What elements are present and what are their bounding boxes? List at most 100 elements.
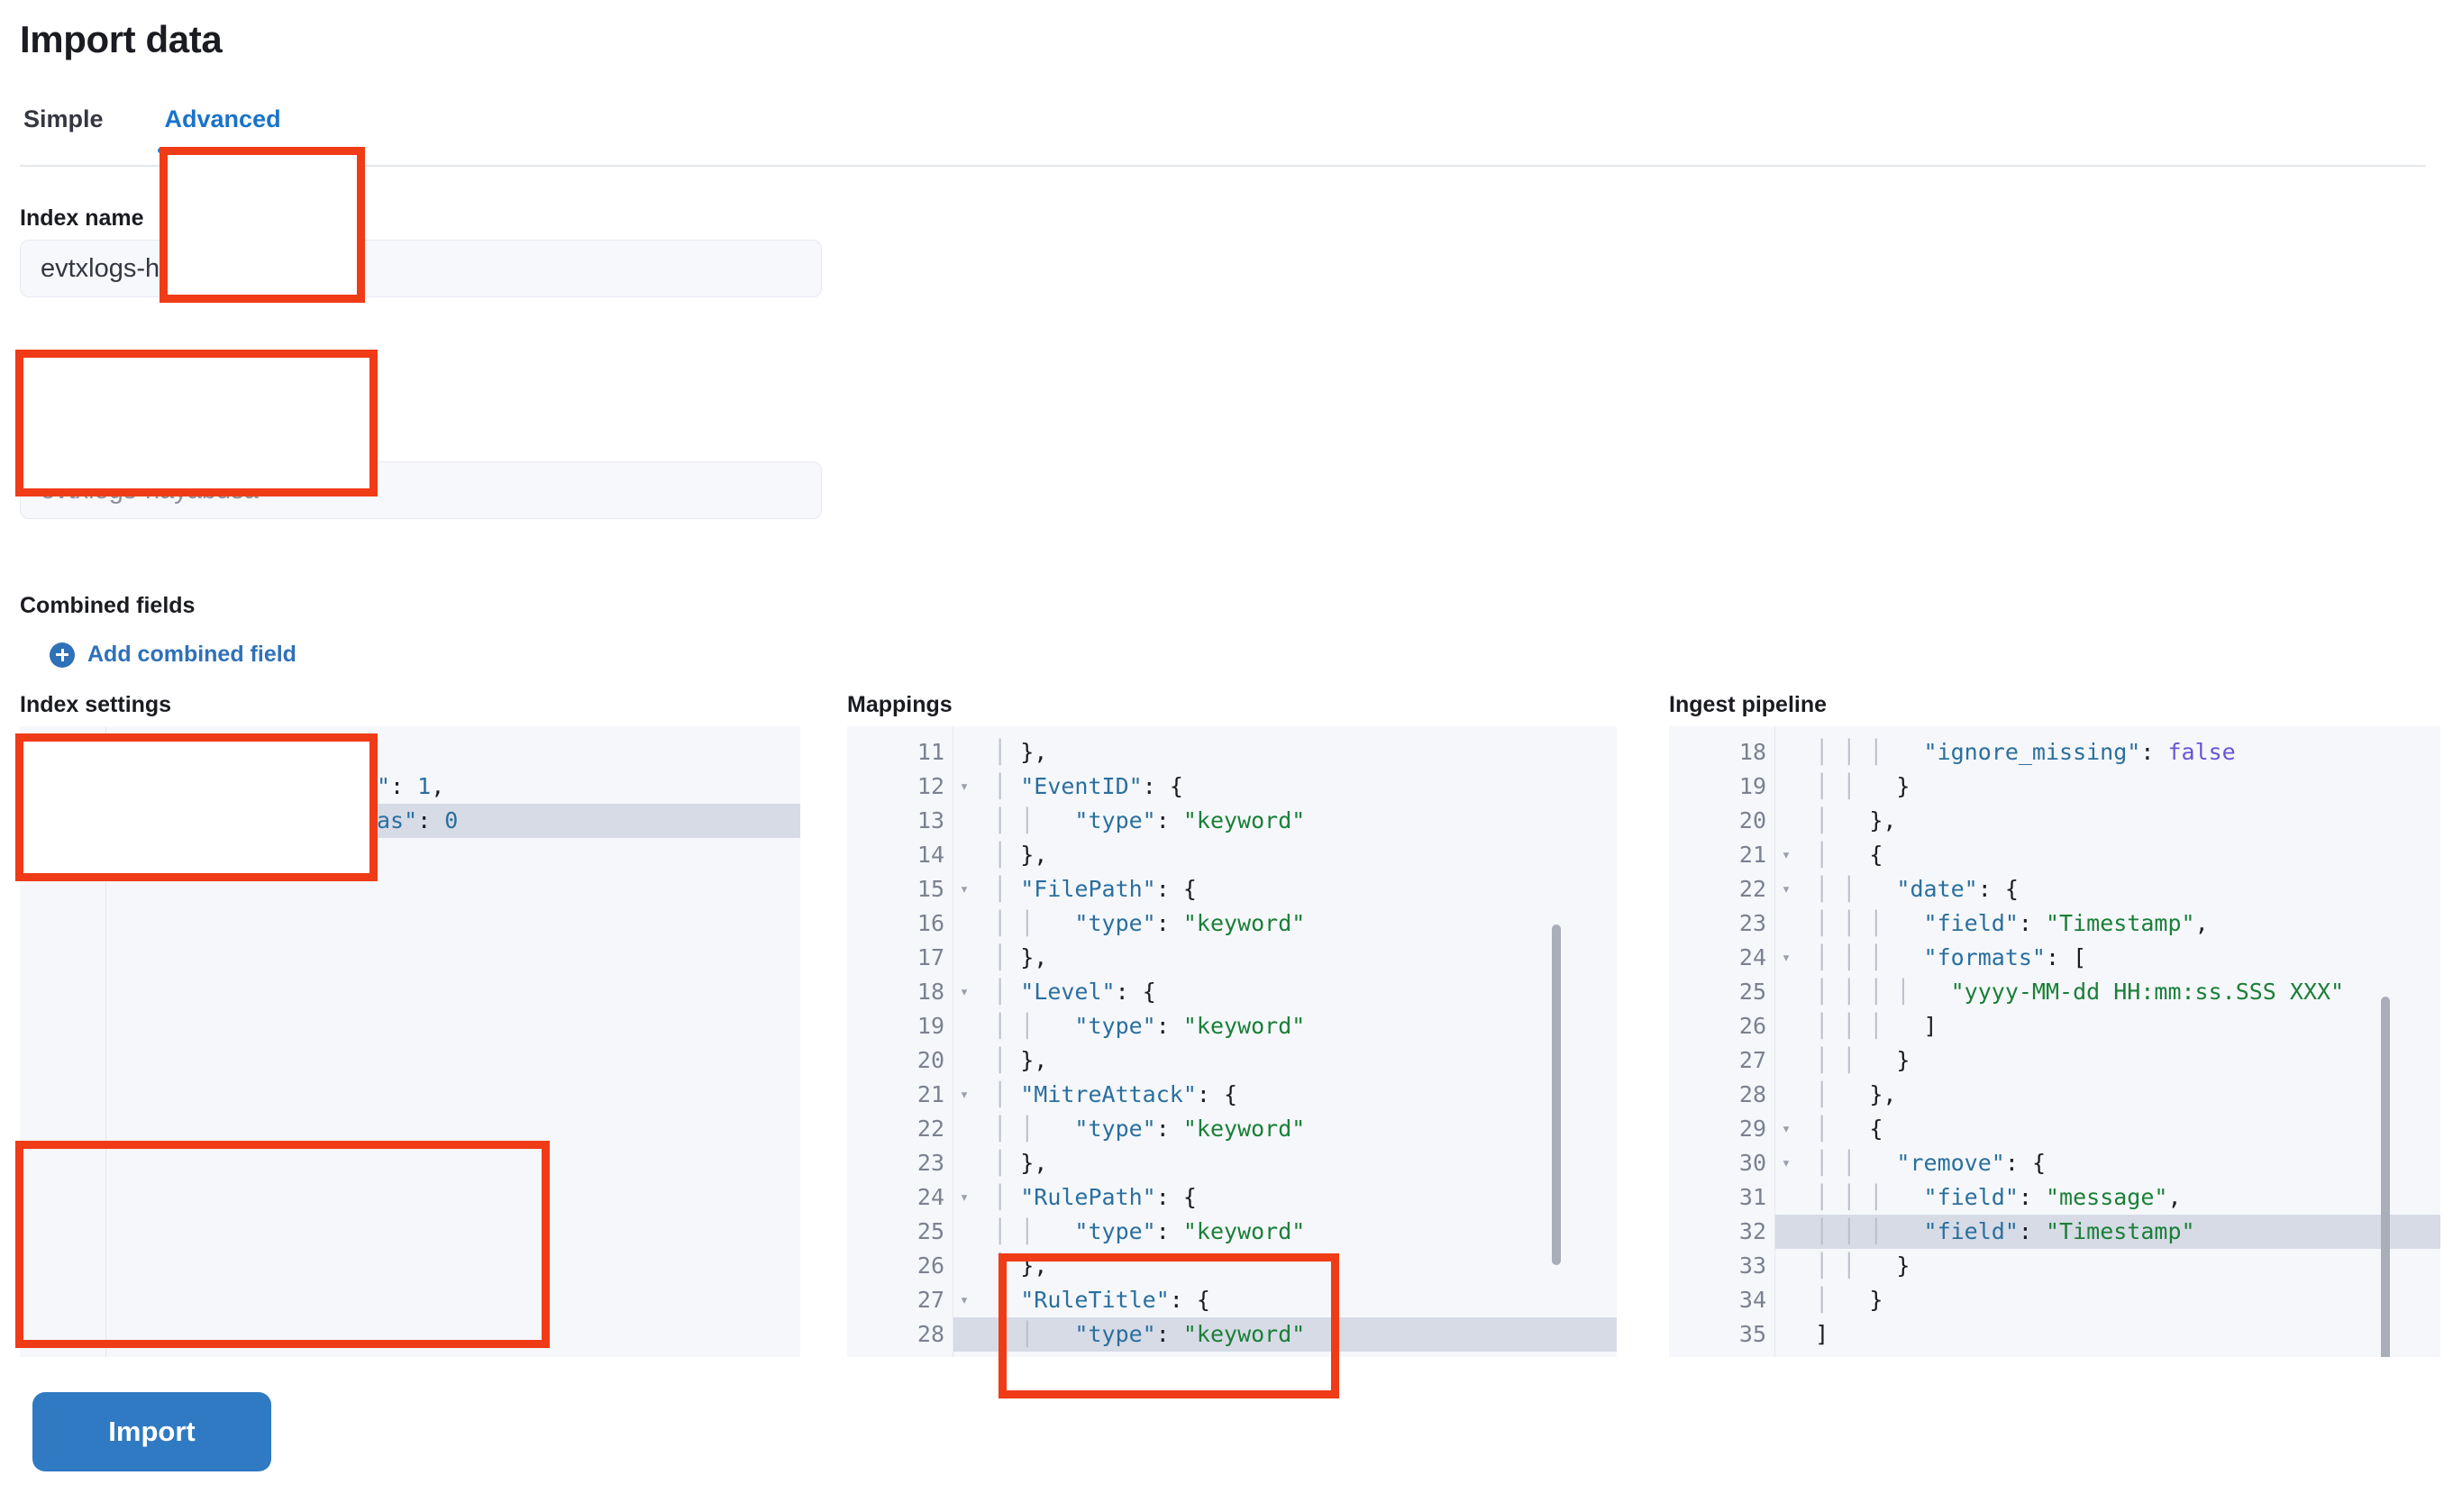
index-pattern-name-placeholder: evtxlogs-hayabusa bbox=[41, 475, 259, 505]
code-line[interactable]: │ }, bbox=[966, 842, 1048, 868]
add-combined-field-label: Add combined field bbox=[87, 642, 296, 667]
checkbox-checked-icon[interactable] bbox=[32, 365, 65, 397]
combined-fields-label: Combined fields bbox=[20, 593, 196, 618]
code-line[interactable]: "number_of_replicas": 0 bbox=[106, 804, 800, 838]
index-name-input[interactable]: evtxlogs-hayabusa bbox=[20, 240, 822, 297]
code-line[interactable]: │ { bbox=[1788, 842, 1883, 868]
tab-simple[interactable]: Simple bbox=[23, 105, 104, 132]
code-line[interactable]: │ │ │ "field": "Timestamp", bbox=[1788, 910, 2209, 936]
tab-divider bbox=[20, 165, 2426, 167]
code-line[interactable]: ] bbox=[1815, 1321, 1829, 1347]
code-line[interactable]: │ "FilePath": { bbox=[966, 876, 1197, 902]
line-number: 21▾ bbox=[1738, 842, 1792, 868]
line-number: 25 bbox=[916, 1218, 944, 1244]
line-number: 16 bbox=[916, 910, 944, 936]
code-line[interactable]: │ "RulePath": { bbox=[966, 1184, 1197, 1210]
line-number: 28 bbox=[916, 1321, 944, 1347]
code-line[interactable]: } bbox=[119, 842, 133, 868]
code-line[interactable]: │ │ "type": "keyword" bbox=[966, 1218, 1306, 1244]
code-line[interactable]: │ } bbox=[1788, 1287, 1883, 1313]
code-line[interactable]: │ │ } bbox=[1788, 773, 1911, 799]
mappings-code: │ }, │ "EventID": { │ │ "type": "keyword… bbox=[953, 735, 1617, 1357]
import-button[interactable]: Import bbox=[32, 1392, 271, 1471]
index-settings-title: Index settings bbox=[20, 692, 172, 717]
index-settings-code: { "number_of_shards": 1, "number_of_repl… bbox=[106, 735, 800, 1357]
plus-circle-icon bbox=[50, 642, 75, 668]
code-line[interactable]: │ "Level": { bbox=[966, 979, 1156, 1005]
code-line[interactable]: "number_of_shards": 1, bbox=[146, 773, 445, 799]
code-line[interactable]: │ │ │ │ "yyyy-MM-dd HH:mm:ss.SSS XXX" bbox=[1788, 979, 2345, 1005]
line-number: 22▾ bbox=[1738, 876, 1792, 902]
code-line[interactable]: │ │ │ ] bbox=[1788, 1013, 1938, 1039]
index-pattern-name-input[interactable]: evtxlogs-hayabusa bbox=[20, 461, 822, 519]
index-name-value: evtxlogs-hayabusa bbox=[41, 253, 259, 283]
line-number: 23 bbox=[916, 1150, 944, 1176]
line-number: 23 bbox=[1738, 910, 1766, 936]
line-number: 33 bbox=[1738, 1252, 1766, 1279]
code-line[interactable]: │ │ "date": { bbox=[1788, 876, 2019, 902]
code-line[interactable]: │ │ "type": "keyword" bbox=[953, 1317, 1617, 1352]
mappings-gutter bbox=[847, 726, 953, 1357]
code-line[interactable]: │ │ "type": "keyword" bbox=[966, 1116, 1306, 1142]
code-line[interactable]: │ │ } bbox=[1788, 1252, 1911, 1279]
line-number: 28 bbox=[1738, 1081, 1766, 1107]
code-line[interactable]: │ │ │ "ignore_missing": false bbox=[1788, 739, 2236, 765]
line-number: 17 bbox=[916, 944, 944, 970]
ingest-pipeline-code: │ │ │ "ignore_missing": false │ │ } │ },… bbox=[1775, 735, 2440, 1357]
code-line[interactable]: │ }, bbox=[1788, 807, 1897, 833]
create-index-pattern-row[interactable]: Create index pattern bbox=[32, 365, 319, 397]
line-number: 1▾ bbox=[83, 739, 123, 765]
code-line[interactable]: │ │ "type": "keyword" bbox=[966, 910, 1306, 936]
code-line[interactable]: │ │ "type": "keyword" bbox=[966, 807, 1306, 833]
line-number: 32 bbox=[1738, 1218, 1766, 1244]
code-line[interactable]: │ │ "type": "keyword" bbox=[966, 1013, 1306, 1039]
line-number: 25 bbox=[1738, 979, 1766, 1005]
code-line[interactable]: │ "MitreAttack": { bbox=[966, 1081, 1238, 1107]
code-line[interactable]: │ "EventID": { bbox=[966, 773, 1183, 799]
code-line[interactable]: │ │ │ "formats": [ bbox=[1788, 944, 2087, 970]
line-number: 3 bbox=[83, 807, 97, 833]
line-number: 27▾ bbox=[916, 1287, 970, 1313]
line-number: 21▾ bbox=[916, 1081, 970, 1107]
index-pattern-name-label: Index pattern name bbox=[20, 426, 227, 451]
ingest-pipeline-gutter bbox=[1669, 726, 1775, 1357]
line-number: 34 bbox=[1738, 1287, 1766, 1313]
code-line[interactable]: │ │ } bbox=[1788, 1047, 1911, 1073]
code-line[interactable]: │ }, bbox=[953, 1352, 1617, 1357]
line-number: 18▾ bbox=[916, 979, 970, 1005]
line-number: 24▾ bbox=[916, 1184, 970, 1210]
code-line[interactable]: │ │ │ "field": "message", bbox=[1788, 1184, 2182, 1210]
add-combined-field-button[interactable]: Add combined field bbox=[50, 642, 296, 668]
line-number: 26 bbox=[916, 1252, 944, 1279]
line-number: 20 bbox=[916, 1047, 944, 1073]
code-line[interactable]: │ │ │ "field": "Timestamp" bbox=[1775, 1215, 2440, 1249]
mappings-scrollbar[interactable] bbox=[1552, 925, 1561, 1265]
code-line[interactable]: │ │ "remove": { bbox=[1788, 1150, 2047, 1176]
code-line[interactable]: │ }, bbox=[966, 1150, 1048, 1176]
code-line[interactable]: │ }, bbox=[966, 944, 1048, 970]
code-line[interactable]: │ "RuleTitle": { bbox=[966, 1287, 1210, 1313]
line-number: 35 bbox=[1738, 1321, 1766, 1347]
line-number: 31 bbox=[1738, 1184, 1766, 1210]
code-line[interactable]: } bbox=[1775, 1352, 2440, 1357]
tab-bar: Simple Advanced bbox=[20, 95, 314, 153]
ingest-pipeline-scrollbar[interactable] bbox=[2381, 997, 2390, 1357]
line-number: 26 bbox=[1738, 1013, 1766, 1039]
code-line[interactable]: │ }, bbox=[966, 739, 1048, 765]
code-line[interactable]: │ }, bbox=[966, 1252, 1048, 1279]
code-line[interactable]: │ { bbox=[1788, 1116, 1883, 1142]
line-number: 27 bbox=[1738, 1047, 1766, 1073]
ingest-pipeline-title: Ingest pipeline bbox=[1669, 692, 1828, 717]
tab-advanced[interactable]: Advanced bbox=[132, 95, 314, 153]
line-number: 18 bbox=[1738, 739, 1766, 765]
code-line[interactable]: │ }, bbox=[966, 1047, 1048, 1073]
code-line[interactable]: │ }, bbox=[1788, 1081, 1897, 1107]
code-line[interactable]: { bbox=[119, 739, 133, 765]
line-number: 14 bbox=[916, 842, 944, 868]
